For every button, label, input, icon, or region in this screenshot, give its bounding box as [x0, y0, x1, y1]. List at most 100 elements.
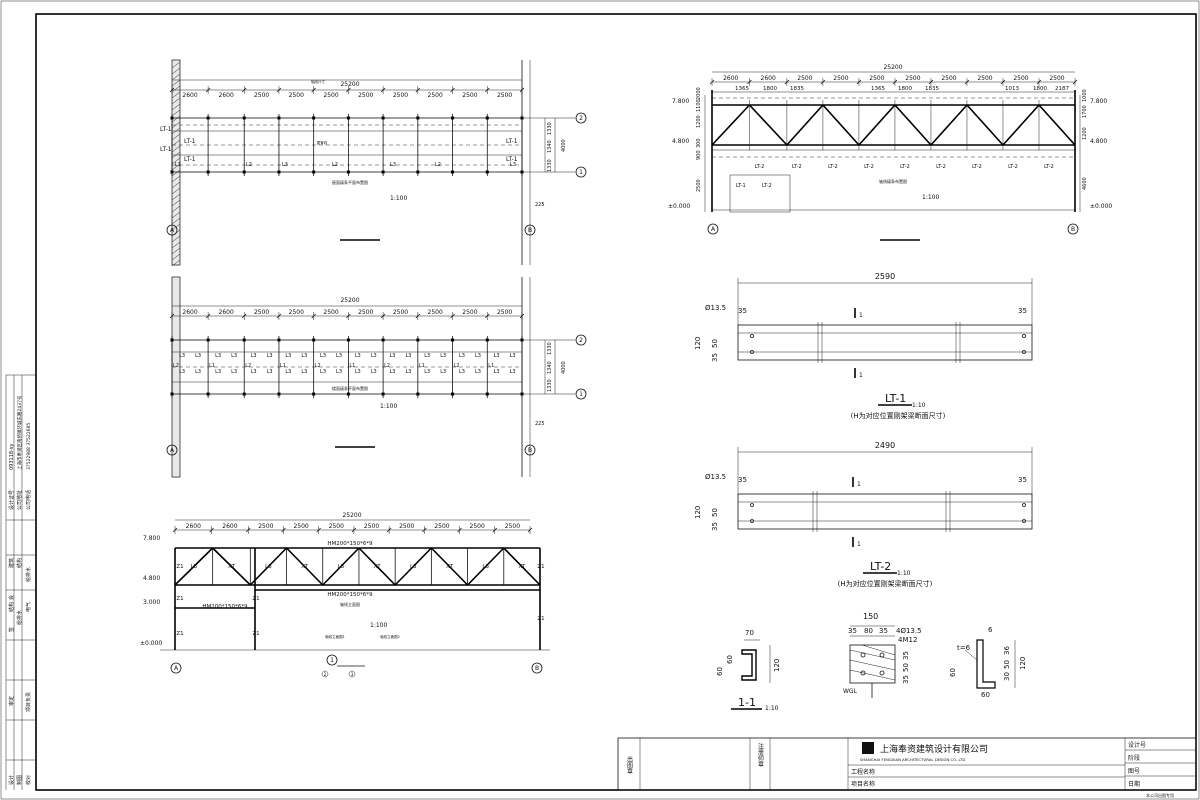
elev-bot-scale: 1:100 — [370, 622, 387, 629]
det2-bolt: 4Ø13.5 — [896, 627, 922, 635]
plan1-total-label: 轴线尺寸 — [311, 79, 325, 84]
plan2-l3-top2-9: L3 — [510, 353, 516, 359]
plan1-axis-B: B — [528, 227, 532, 234]
elevbot-mark-4: L3 — [338, 564, 345, 570]
wall-hatch-188 — [171, 187, 181, 195]
elevbot-dim-6: 2500 — [399, 523, 414, 530]
det2-h35b: 35 — [902, 675, 910, 684]
wall-hatch-92 — [171, 91, 181, 99]
elevtop-updim-2: 1835 — [790, 86, 804, 92]
elev-top-caption: 轴线檩条布置图 — [879, 178, 907, 184]
elevtop-brace-b-2 — [822, 104, 860, 146]
sec11-title: 1-1 — [738, 696, 756, 709]
wall-hatch-74 — [171, 73, 181, 81]
wall-hatch-116 — [171, 115, 181, 123]
plan2-dim-5: 2500 — [358, 309, 373, 316]
elev-top-total-dim: 25200 — [883, 64, 902, 71]
plan1-colmark-bot-0 — [170, 170, 174, 174]
elev-top-level-7800-r: 7.800 — [1090, 98, 1107, 105]
plan2-dim-225: 225 — [535, 421, 545, 427]
lt1-length: 2590 — [875, 272, 895, 281]
elev-top-axis-B: B — [1071, 226, 1075, 233]
elevtop-updim-6: 1013 — [1005, 86, 1019, 92]
elev-bot-level-7800: 7.800 — [143, 535, 160, 542]
plan1-dim-3: 2500 — [289, 92, 304, 99]
elev-bot-level-4800: 4.800 — [143, 575, 160, 582]
plan2-l3-mid-1: L3 — [215, 369, 221, 375]
elev-top-vdim-4600: 4600 — [1082, 177, 1088, 190]
plan2-l3-mid-9: L3 — [494, 369, 500, 375]
plan2-l3-mid-4: L3 — [320, 369, 326, 375]
plan1-lt-mark-2: LT-1 — [160, 146, 172, 153]
plan1-colmark-bot-1 — [206, 170, 210, 174]
plan1-colmark-bot-7 — [416, 170, 420, 174]
elevtop-brace-a-8 — [1002, 104, 1040, 146]
elev-top-lt1: LT-1 — [736, 183, 746, 189]
plan1-colmark-top-0 — [170, 116, 174, 120]
elev-top-lt2-a: LT-2 — [762, 183, 772, 189]
plan1-colmark-top-7 — [416, 116, 420, 120]
plan2-lbl-3: L1 — [280, 363, 286, 369]
reg-stamp-label: 注册师章 — [757, 742, 764, 768]
elevtop-lt2-5: LT-2 — [900, 164, 910, 170]
elevtop-dim-3: 2500 — [833, 75, 848, 82]
elev-bot-level-0: ±0.000 — [140, 640, 162, 647]
elevtop-lvdim-2: 1200 — [696, 115, 702, 128]
plan1-l3-c: L3 — [390, 162, 396, 168]
elevbot-mark-3: XT — [301, 564, 309, 570]
elevtop-brace-a-6 — [930, 104, 968, 146]
elevtop-dim-2: 2500 — [797, 75, 812, 82]
lt2-sec-mark-bot: 1 — [857, 541, 861, 548]
elev-bot-axis-B: B — [535, 665, 539, 672]
elevtop-updim-7: 1800 — [1033, 86, 1047, 92]
plan2-colmark-top-9 — [485, 338, 489, 342]
elevtop-updim-3: 1365 — [871, 86, 885, 92]
design-no-label: 设计号 — [1128, 741, 1146, 749]
sec11-w70: 70 — [745, 629, 754, 637]
role-design: 设计 — [8, 775, 15, 785]
elevtop-dim-1: 2600 — [761, 75, 776, 82]
plan2-l3-mid2-4: L3 — [336, 369, 342, 375]
lt1-edge-right: 35 — [1018, 307, 1027, 315]
wall-hatch-176 — [171, 175, 181, 183]
company-name: 上海奉资建筑设计有限公司 — [880, 743, 988, 755]
plan2-dim-9: 2500 — [497, 309, 512, 316]
elevbot-dim-7: 2500 — [434, 523, 449, 530]
item-name-label: 项目名称 — [851, 780, 875, 788]
wall-hatch-212 — [171, 211, 181, 219]
plan2-l3-top2-7: L3 — [440, 353, 446, 359]
det2-wgl: WGL — [843, 688, 858, 695]
elevtop-lt2-7: LT-2 — [972, 164, 982, 170]
plan2-l3-top-4: L3 — [320, 353, 326, 359]
wall-hatch-248 — [171, 247, 181, 255]
plan1-colmark-top-9 — [485, 116, 489, 120]
elevbot-brace-a-0 — [174, 547, 214, 586]
wall-hatch-206 — [171, 205, 181, 213]
det3-t6: t=6 — [957, 644, 971, 652]
cert-label: 设计证号 — [8, 490, 15, 510]
plan1-dim-6: 2500 — [393, 92, 408, 99]
footer-note: 本公司出图专用 — [1146, 792, 1174, 798]
plan1-lt1-right: LT-1 — [506, 138, 518, 145]
elevbot-z1-b: Z1 — [537, 564, 544, 570]
plan1-dim-9: 2500 — [497, 92, 512, 99]
role-struct-b: 结构 — [8, 602, 15, 612]
plan2-dim-2: 2500 — [254, 309, 269, 316]
plan2-l3-mid-2: L3 — [251, 369, 257, 375]
elevbot-z1-e: Z1 — [176, 631, 183, 637]
det3-v50: 50 — [1003, 660, 1011, 669]
elevtop-dim-4: 2500 — [869, 75, 884, 82]
plan2-l3-mid2-6: L3 — [405, 369, 411, 375]
plan1-dim-4000: 4000 — [561, 139, 567, 152]
plan2-axis-1: 1 — [579, 391, 583, 398]
lt1-scale: 1:10 — [912, 402, 926, 409]
elevtop-lt2-3: LT-2 — [828, 164, 838, 170]
plan1-l3-d: L3 — [510, 162, 516, 168]
plan2-lbl-4: L2 — [315, 363, 321, 369]
elevtop-lvdim-4: 900 — [696, 150, 702, 160]
det3-v120: 120 — [1019, 657, 1027, 670]
title-block: 出图章 注册师章 上海奉资建筑设计有限公司 SHANGHAI FENGXIAN … — [617, 737, 1197, 798]
det3-v36: 36 — [1003, 646, 1011, 655]
plan2-dim-8: 2500 — [462, 309, 477, 316]
det2-h50: 50 — [902, 663, 910, 672]
